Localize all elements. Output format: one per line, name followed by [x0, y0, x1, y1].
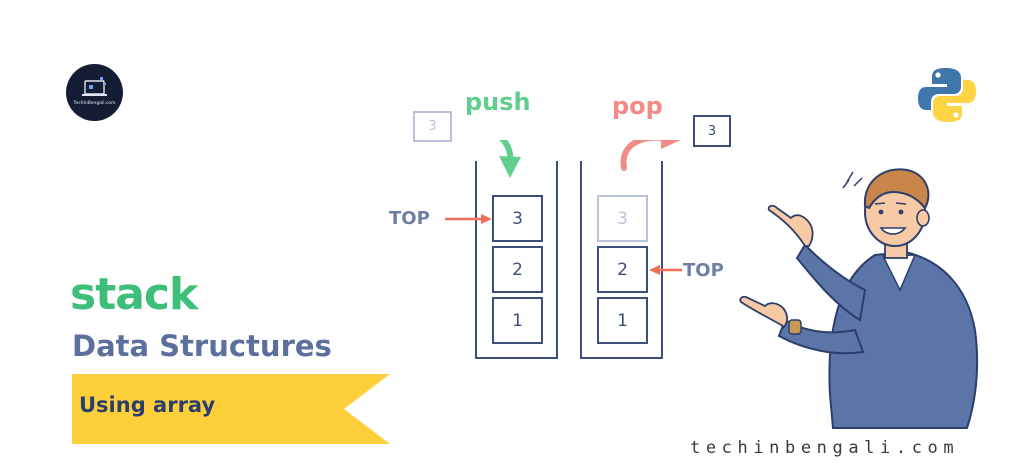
push-top-label: TOP	[389, 208, 430, 229]
using-array-label: Using array	[79, 393, 216, 417]
pop-cell: 1	[597, 297, 648, 344]
data-structures-subtitle: Data Structures	[72, 329, 332, 363]
push-stack-container	[475, 161, 558, 359]
push-top-arrowhead	[481, 214, 492, 224]
outgoing-element: 3	[693, 115, 731, 147]
logo-text: TechInBengali.com	[73, 101, 116, 106]
push-label: push	[465, 88, 531, 116]
stack-title: stack	[70, 269, 198, 320]
pointing-person-illustration	[739, 168, 979, 429]
incoming-element: 3	[413, 111, 452, 142]
push-cell: 2	[492, 246, 543, 293]
push-arrowhead	[499, 156, 521, 178]
pop-arrowhead	[661, 140, 681, 149]
pop-cell: 2	[597, 246, 648, 293]
push-cell: 3	[492, 195, 543, 242]
pop-top-arrowhead	[649, 265, 660, 275]
laptop-icon	[82, 77, 107, 96]
popped-cell: 3	[597, 195, 648, 242]
pop-top-label: TOP	[683, 260, 724, 281]
pop-stack-container	[580, 161, 663, 359]
pop-label: pop	[612, 92, 663, 120]
yellow-banner	[72, 374, 390, 444]
push-cell: 1	[492, 297, 543, 344]
website-url: techinbengali.com	[690, 438, 960, 458]
python-icon	[918, 68, 976, 122]
techinbengali-logo: TechInBengali.com	[66, 64, 123, 121]
pop-arrow	[620, 140, 665, 171]
stack-diagram	[445, 140, 682, 359]
